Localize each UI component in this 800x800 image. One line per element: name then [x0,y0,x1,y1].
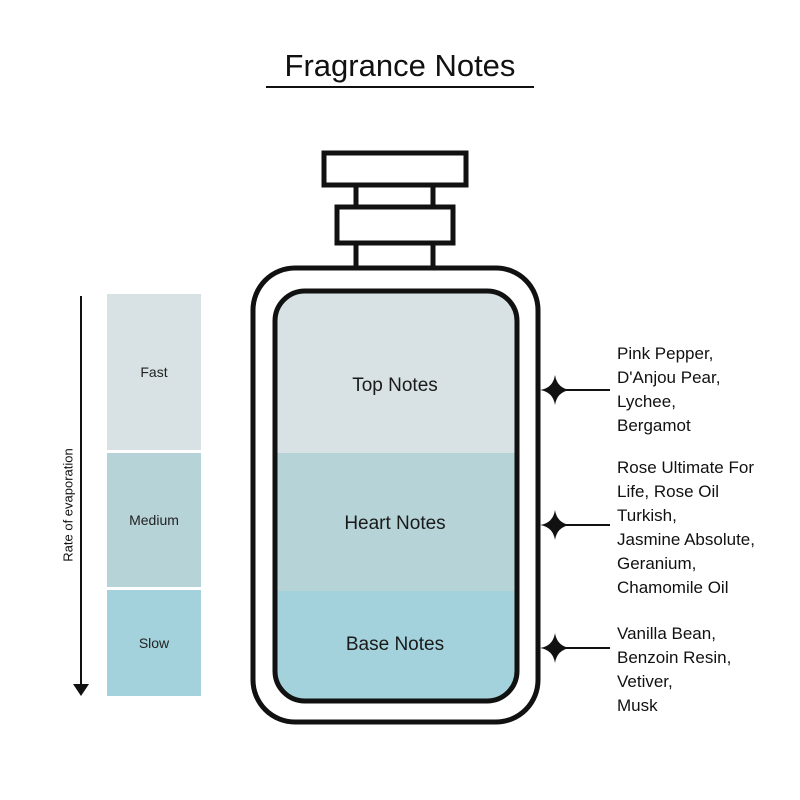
scale-label: Fast [140,364,168,380]
layer-top-fill [275,291,517,453]
layer-label-base: Base Notes [345,634,445,655]
connector-line-top [565,389,610,391]
note-item: D'Anjou Pear, [617,368,721,387]
note-item: Lychee, [617,392,676,411]
page-title: Fragrance Notes [284,48,516,83]
note-item: Rose Ultimate For [617,458,754,477]
heart-notes-list: Rose Ultimate For Life, Rose Oil Turkish… [617,456,755,600]
layer-base-fill [275,591,517,701]
note-item: Chamomile Oil [617,578,729,597]
scale-label: Slow [138,635,170,651]
note-item: Jasmine Absolute, [617,530,755,549]
note-item: Life, Rose Oil [617,482,720,501]
arrow-down-icon [73,684,89,696]
sparkle-icon [540,510,570,540]
scale-label: Medium [129,512,179,528]
bottle-inner-outline [272,288,520,704]
note-item: Geranium, [617,554,697,573]
top-notes-list: Pink Pepper, D'Anjou Pear, Lychee, Berga… [617,342,720,438]
evaporation-axis-line [80,296,82,686]
base-notes-list: Vanilla Bean, Benzoin Resin, Vetiver, Mu… [617,622,731,718]
note-item: Turkish, [617,506,677,525]
sparkle-icon [540,633,570,663]
note-item: Vetiver, [617,672,673,691]
note-item: Musk [617,696,658,715]
layer-heart-fill [275,453,517,591]
bottle-cap-icon [321,150,469,272]
note-item: Benzoin Resin, [617,648,732,667]
note-item: Pink Pepper, [617,344,714,363]
layer-label-top: Top Notes [352,375,438,396]
scale-slow: Slow [107,590,201,696]
scale-fast: Fast [107,294,201,450]
scale-medium: Medium [107,453,201,587]
connector-line-heart [565,524,610,526]
note-item: Vanilla Bean, [617,624,716,643]
note-item: Bergamot [617,416,691,435]
layer-label-heart: Heart Notes [344,513,446,534]
sparkle-icon [540,375,570,405]
title-underline [266,86,534,88]
connector-line-base [565,647,610,649]
